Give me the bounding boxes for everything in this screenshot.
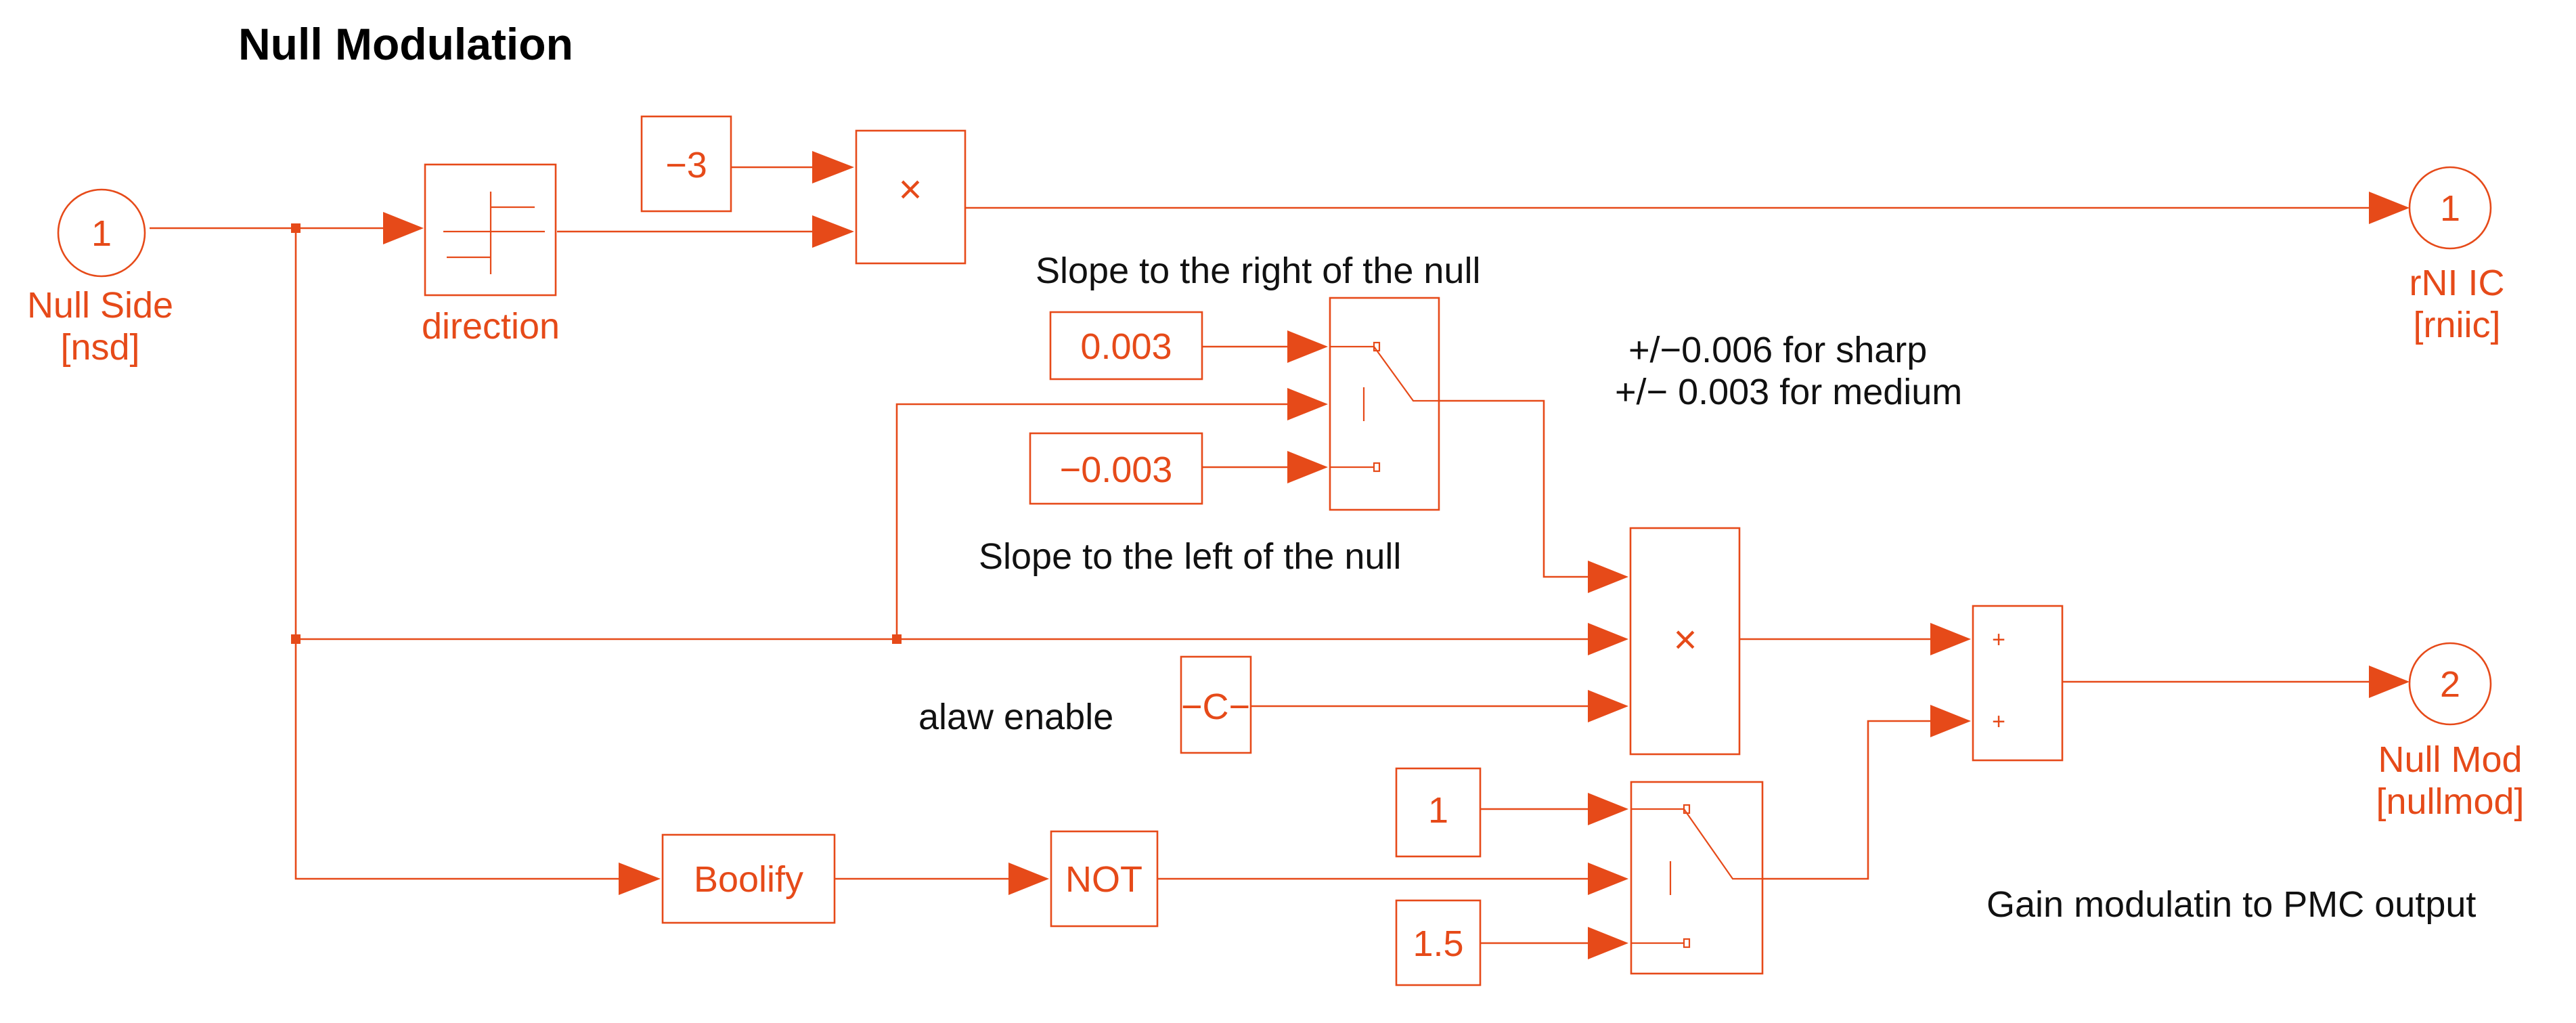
sum-plus-sign: +: [1992, 709, 2005, 735]
arrowheads: [383, 151, 2410, 959]
annotation-slope-right: Slope to the right of the null: [1036, 251, 1480, 291]
constant-value: −3: [665, 145, 707, 186]
not-label: NOT: [1065, 859, 1142, 900]
constant-1_5-block[interactable]: 1.5: [1395, 899, 1482, 986]
outport-2[interactable]: 2 Null Mod [nullmod]: [2376, 642, 2525, 822]
diagram-title: Null Modulation: [238, 19, 573, 69]
constant-box: [640, 115, 732, 213]
switch-contact: [1683, 804, 1691, 814]
constant-neg0003-block[interactable]: −0.003: [1029, 432, 1203, 505]
switch-icon: [1631, 808, 1762, 944]
switch-box: [1630, 781, 1764, 975]
annotation-slope-left: Slope to the left of the null: [979, 536, 1401, 577]
switch-contact: [1373, 462, 1381, 473]
constant-1-block[interactable]: 1: [1395, 767, 1482, 858]
constant-value: 0.003: [1080, 326, 1172, 367]
arrow-out2-in: [2369, 666, 2410, 698]
outport-number: 1: [2440, 188, 2460, 229]
boolify-label: Boolify: [694, 859, 803, 900]
constant-0003-block[interactable]: 0.003: [1049, 311, 1203, 380]
not-box: [1050, 830, 1159, 928]
outport-1[interactable]: 1 rNI IC [rniic]: [2408, 166, 2505, 345]
arrow-direction-in: [383, 212, 424, 244]
constant-value: 1: [1428, 790, 1448, 831]
arrow-product2-in1: [1588, 561, 1628, 593]
sum-box: [1972, 605, 2064, 762]
constant-box: [1049, 311, 1203, 380]
arrow-switch1-in2: [1287, 388, 1328, 420]
multiply-icon: ×: [1673, 617, 1697, 662]
switch-block-2[interactable]: [1630, 781, 1764, 975]
switch-contact: [1373, 341, 1381, 352]
junction-dot: [291, 634, 301, 644]
outport-label: Null Mod: [2378, 739, 2522, 780]
inport-1[interactable]: 1 Null Side [nsd]: [27, 188, 173, 368]
wire-switch2-to-sum: [1762, 720, 1933, 880]
inport-label: Null Side: [27, 285, 173, 326]
constant-box: [1395, 767, 1482, 858]
product-box: [1629, 527, 1741, 756]
outport-label: rNI IC: [2410, 263, 2505, 303]
arrow-product1-in1: [812, 151, 854, 183]
switch-icon: [1330, 345, 1439, 469]
annotation-medium: +/− 0.003 for medium: [1615, 372, 1962, 412]
product-box: [855, 129, 967, 265]
product-block-1[interactable]: ×: [855, 129, 967, 265]
junction-dot: [291, 223, 301, 233]
switch-contact: [1683, 938, 1691, 949]
constant-box: [1395, 899, 1482, 986]
product-block-2[interactable]: ×: [1629, 527, 1741, 756]
constant-neg3-block[interactable]: −3: [640, 115, 732, 213]
arrow-boolify-in: [619, 863, 661, 895]
constant-box: [1180, 655, 1252, 754]
arrow-switch2-in1: [1588, 793, 1628, 825]
constant-value: −0.003: [1060, 450, 1173, 490]
arrow-switch2-in3: [1588, 927, 1628, 959]
constant-value: −C−: [1181, 687, 1250, 727]
not-block[interactable]: NOT: [1050, 830, 1159, 928]
boolify-block[interactable]: Boolify: [661, 833, 836, 924]
arrow-product1-in2: [812, 215, 854, 248]
multiply-icon: ×: [898, 167, 922, 212]
constant-value: 1.5: [1413, 923, 1463, 964]
arrow-out1-in: [2369, 192, 2410, 224]
outport-circle: [2408, 642, 2492, 726]
arrow-switch2-in2: [1588, 863, 1628, 895]
outport-circle: [2408, 166, 2492, 250]
arrow-switch1-in1: [1287, 330, 1328, 363]
wire-trunk-to-switch1: [895, 403, 1290, 639]
signal-lines: [150, 166, 2372, 944]
outport-number: 2: [2440, 664, 2460, 705]
boolify-box: [661, 833, 836, 924]
inport-circle: [57, 188, 146, 278]
wire-switch1-to-product2: [1439, 399, 1592, 578]
wire-trunk-vertical: [294, 228, 623, 880]
sum-block[interactable]: + +: [1972, 605, 2064, 762]
inport-signal-name: [nsd]: [60, 327, 139, 368]
constant-box: [1029, 432, 1203, 505]
sign-icon: [443, 192, 545, 274]
arrow-sum-in1: [1930, 623, 1971, 655]
inport-number: 1: [91, 213, 112, 254]
sum-plus-sign: +: [1992, 627, 2005, 653]
annotation-alaw-enable: alaw enable: [918, 697, 1113, 737]
junction-dot: [892, 634, 902, 644]
outport-signal-name: [nullmod]: [2376, 781, 2524, 822]
direction-label: direction: [422, 306, 560, 347]
arrow-product2-in2: [1588, 623, 1628, 655]
direction-block[interactable]: direction: [422, 163, 560, 347]
arrow-product2-in3: [1588, 690, 1628, 722]
switch-block-1[interactable]: [1329, 297, 1440, 511]
annotation-gain-modulation: Gain modulatin to PMC output: [1986, 884, 2476, 925]
arrow-sum-in2: [1930, 705, 1971, 737]
constant-c-block[interactable]: −C−: [1180, 655, 1252, 754]
annotation-sharp: +/−0.006 for sharp: [1628, 330, 1927, 370]
arrow-switch1-in3: [1287, 451, 1328, 483]
switch-box: [1329, 297, 1440, 511]
outport-signal-name: [rniic]: [2413, 305, 2500, 345]
arrow-not-in: [1008, 863, 1049, 895]
